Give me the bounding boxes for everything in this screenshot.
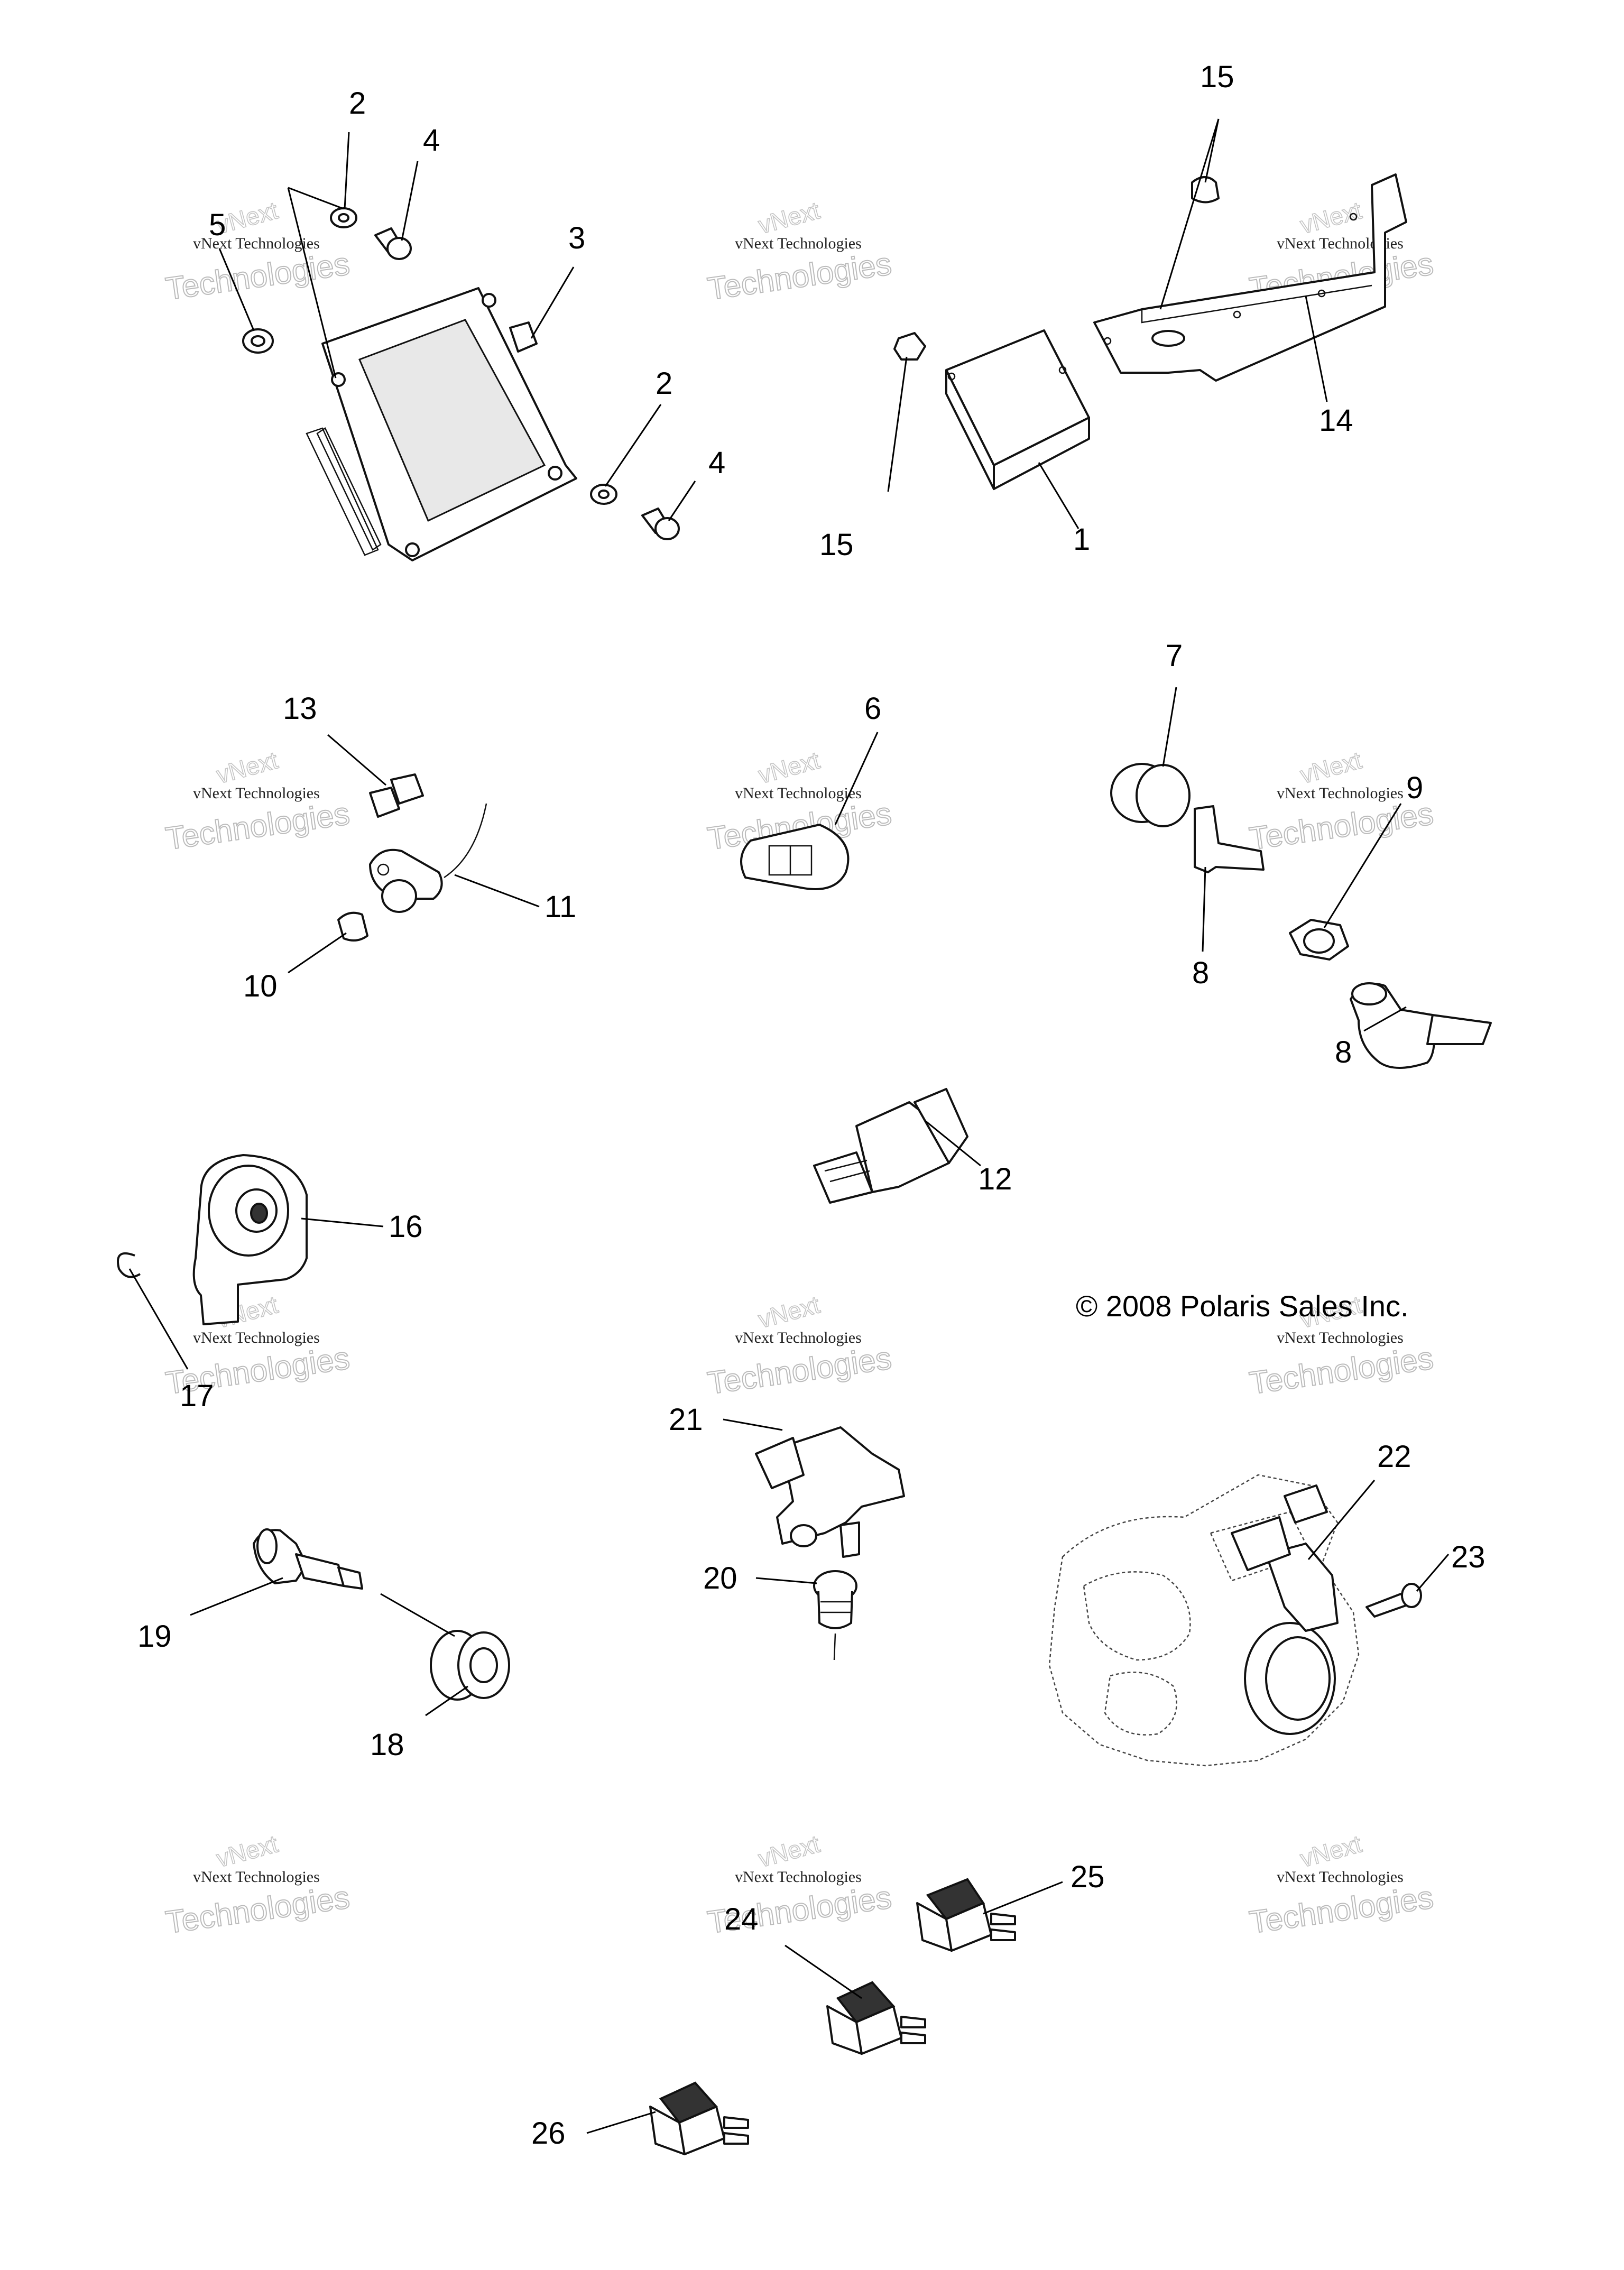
callout-24: 24: [724, 1902, 759, 1936]
part-rocker-switch: [916, 1878, 1016, 1952]
callout-20: 20: [703, 1561, 737, 1595]
part-plug: [813, 1570, 857, 1660]
watermark-text-outline: Technologies: [163, 1879, 352, 1940]
watermark-brand: vNext: [214, 1830, 281, 1872]
watermark: vNext vNext Technologies Technologies: [163, 746, 352, 857]
watermark-text: vNext Technologies: [735, 235, 862, 252]
part-washer: [330, 207, 357, 228]
callout-16: 16: [389, 1210, 423, 1244]
callout-12: 12: [978, 1162, 1012, 1196]
watermark-text: vNext Technologies: [193, 1329, 320, 1346]
leader-lines: [128, 118, 1450, 2134]
part-bracket: [1093, 173, 1407, 382]
watermark: vNext vNext Technologies Technologies: [705, 1290, 894, 1401]
part-rocker-switch: [649, 2081, 749, 2155]
part-grommet: [430, 1630, 510, 1701]
part-screw: [1365, 1583, 1422, 1618]
callout-14: 14: [1319, 403, 1353, 438]
callout-2: 2: [656, 366, 672, 401]
watermark-text-outline: Technologies: [705, 1340, 893, 1401]
callout-2: 2: [349, 86, 366, 121]
watermark-brand: vNext: [1297, 1830, 1364, 1872]
callout-19: 19: [137, 1619, 172, 1654]
part-temp-sensor: [740, 824, 850, 890]
part-sensor-cap: [1110, 763, 1191, 827]
part-screw: [374, 227, 412, 260]
callout-17: 17: [180, 1379, 214, 1413]
watermark-brand: vNext: [755, 196, 823, 239]
watermark-text: vNext Technologies: [735, 1329, 862, 1346]
part-bolt: [369, 773, 424, 818]
part-washer: [590, 484, 617, 505]
callout-4: 4: [423, 123, 440, 158]
watermark-brand: vNext: [214, 746, 281, 789]
callout-3: 3: [568, 221, 585, 255]
watermark-text-outline: Technologies: [1247, 1340, 1435, 1401]
watermark-brand: vNext: [755, 746, 823, 789]
part-ecu-module: [306, 287, 577, 561]
watermark-text: vNext Technologies: [1277, 785, 1404, 802]
part-temp-sender: [813, 1088, 968, 1204]
part-nut: [893, 332, 926, 361]
callout-labels: 1 2 2 3 4 4 5 6 7 8 8 9 10 11 12 13 14 1…: [137, 60, 1485, 2151]
part-screw: [641, 507, 680, 540]
callout-8: 8: [1335, 1035, 1352, 1069]
part-knock-sensor: [192, 1154, 308, 1325]
watermark: vNext vNext Technologies Technologies: [1247, 1830, 1436, 1941]
part-spacer: [242, 328, 274, 354]
callout-8: 8: [1192, 956, 1209, 990]
callout-26: 26: [531, 2116, 566, 2151]
callout-23: 23: [1451, 1540, 1485, 1574]
callout-1: 1: [1073, 522, 1090, 557]
watermark-text: vNext Technologies: [735, 1868, 862, 1886]
watermark-brand: vNext: [755, 1830, 823, 1872]
callout-21: 21: [669, 1402, 703, 1437]
watermark-text-outline: Technologies: [163, 246, 352, 307]
part-crank-sensor: [369, 803, 487, 913]
part-clip: [117, 1252, 141, 1278]
part-map-sensor: [755, 1426, 905, 1558]
part-rocker-switch: [826, 1981, 926, 2055]
watermark-text: vNext Technologies: [735, 785, 862, 802]
callout-11: 11: [545, 890, 576, 924]
watermark: vNext vNext Technologies Technologies: [705, 196, 894, 307]
watermark-text-outline: Technologies: [705, 246, 893, 307]
callout-13: 13: [283, 691, 317, 726]
watermark: vNext vNext Technologies Technologies: [163, 1830, 352, 1941]
part-throttle-body-assembly: [1048, 1474, 1360, 1767]
watermark-brand: vNext: [1297, 746, 1364, 789]
part-hex-nut: [1289, 919, 1349, 961]
watermark-text: vNext Technologies: [193, 235, 320, 252]
callout-4: 4: [708, 446, 725, 480]
callout-5: 5: [209, 208, 226, 242]
callout-6: 6: [864, 691, 881, 726]
part-pressure-switch: [1350, 982, 1492, 1069]
watermark-text: vNext Technologies: [1277, 1868, 1404, 1886]
watermark-text: vNext Technologies: [1277, 1329, 1404, 1346]
callout-15: 15: [819, 528, 854, 562]
watermark-text: vNext Technologies: [193, 785, 320, 802]
watermark-text: vNext Technologies: [193, 1868, 320, 1886]
callout-10: 10: [243, 969, 278, 1003]
callout-15: 15: [1200, 60, 1234, 94]
callout-18: 18: [370, 1728, 404, 1762]
copyright-text: © 2008 Polaris Sales Inc.: [1076, 1289, 1409, 1323]
callout-9: 9: [1406, 771, 1423, 805]
watermark-brand: vNext: [755, 1290, 823, 1333]
watermark-brand: vNext: [1297, 196, 1364, 239]
callout-25: 25: [1071, 1860, 1105, 1894]
callout-7: 7: [1166, 639, 1183, 673]
part-module-box: [945, 329, 1090, 490]
watermark: vNext vNext Technologies Technologies: [163, 196, 352, 307]
part-bulb-socket: [253, 1528, 363, 1590]
watermark-text-outline: Technologies: [163, 796, 352, 856]
callout-22: 22: [1377, 1439, 1411, 1474]
watermark-text-outline: Technologies: [1247, 1879, 1435, 1940]
part-tab: [1194, 805, 1265, 873]
